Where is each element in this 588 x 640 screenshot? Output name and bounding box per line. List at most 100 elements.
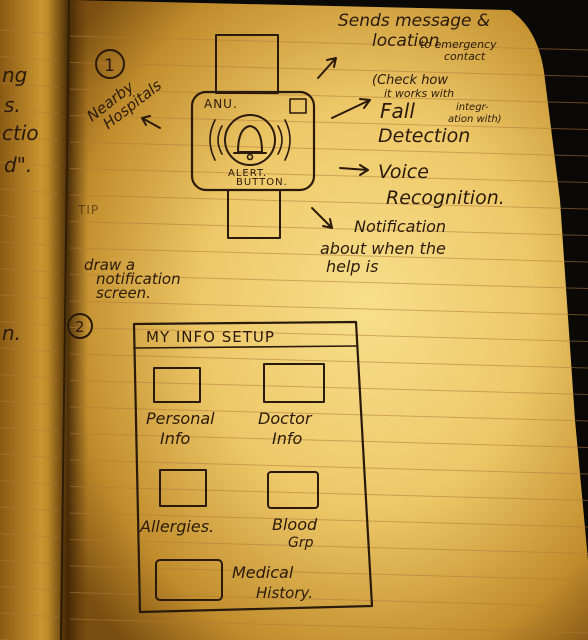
rule-line [0, 109, 59, 114]
rule-line [69, 433, 588, 448]
rule-line [0, 268, 59, 273]
tile-label: Personal [146, 409, 215, 428]
rule-line [0, 480, 59, 485]
rule-line [0, 586, 59, 591]
svg-text:Fall: Fall [380, 99, 415, 123]
left-fragment: ng [2, 63, 27, 87]
rule-line [0, 559, 59, 565]
svg-text:(Check how: (Check how [372, 73, 448, 88]
arrow-icon [331, 98, 371, 119]
voice-recognition-note: Voice Recognition. [378, 161, 505, 209]
rule-line [69, 618, 588, 634]
rule-line [0, 162, 59, 167]
svg-text:ation with): ation with) [448, 114, 502, 125]
rule-line [69, 327, 588, 342]
rule-line [69, 274, 588, 289]
alert-button-label: BUTTON. [236, 177, 288, 188]
tile-label: Info [160, 429, 190, 448]
rule-line [69, 380, 588, 395]
rule-line [69, 459, 588, 475]
arrow-icon [339, 164, 369, 176]
svg-text:to emergency: to emergency [420, 38, 497, 51]
svg-text:about when the: about when the [320, 239, 446, 258]
rule-line [69, 247, 588, 263]
fall-detection-note: Fall Detection [378, 99, 470, 147]
rule-line [69, 88, 588, 104]
rule-line [0, 347, 59, 353]
svg-text:integr-: integr- [456, 102, 489, 113]
check-integration-note: (Check how it works with integr- ation w… [372, 73, 502, 125]
arrow-icon [311, 207, 333, 229]
tile-label: Grp [288, 535, 314, 551]
left-fragment: ctio [2, 121, 39, 145]
alert-button-label: ALERT. [228, 168, 267, 179]
watch-status-box [289, 98, 307, 114]
tile-personal-info [153, 367, 201, 403]
notification-note: Notification about when the help is [320, 217, 446, 276]
left-page-text: ng s. ctio d". n. [2, 63, 39, 345]
svg-text:notification: notification [96, 270, 181, 288]
sketch-number: 1 [104, 56, 116, 76]
sketch-number-circle [95, 49, 125, 79]
right-page [62, 0, 588, 640]
rule-line [0, 400, 59, 406]
rule-line [69, 62, 588, 77]
svg-text:screen.: screen. [96, 284, 151, 302]
sound-wave-icon [284, 119, 291, 161]
watch-label: ANU. [204, 97, 238, 111]
rule-line [69, 406, 588, 422]
watch-face [190, 90, 316, 192]
svg-text:Sends message &: Sends message & [338, 11, 490, 31]
screen-title: MY INFO SETUP [146, 328, 275, 346]
phone-screen-frame [132, 320, 374, 614]
arrow-icon [141, 115, 161, 129]
rule-line [69, 353, 588, 369]
rule-line [0, 533, 59, 538]
sound-wave-icon [277, 125, 283, 155]
rule-line [69, 512, 588, 528]
left-fragment: n. [2, 321, 21, 345]
svg-text:Recognition.: Recognition. [386, 187, 505, 209]
rule-line [69, 194, 588, 210]
svg-text:contact: contact [444, 50, 486, 63]
sends-message-note: Sends message & location to emergency co… [338, 11, 497, 63]
rule-line [0, 29, 59, 35]
alert-button-ring [224, 114, 276, 166]
tile-medical-history [155, 559, 223, 601]
svg-text:help is: help is [326, 257, 378, 276]
rule-line [69, 115, 588, 130]
ruled-lines [0, 29, 588, 640]
svg-text:it works with: it works with [384, 87, 454, 100]
rule-line [0, 241, 59, 247]
tile-label: Allergies. [139, 517, 214, 536]
svg-text:Notification: Notification [354, 217, 446, 236]
svg-text:draw a: draw a [84, 256, 135, 274]
tile-doctor-info [263, 363, 325, 403]
sketch-number-circle [67, 313, 93, 339]
rule-line [69, 539, 588, 554]
rule-line [0, 82, 59, 88]
rule-line [0, 294, 59, 300]
rule-line [0, 188, 59, 194]
arrow-icon [317, 57, 337, 79]
rule-line [0, 427, 59, 432]
page-gutter [48, 0, 88, 640]
sound-wave-icon [217, 125, 223, 155]
tile-label: Blood [272, 515, 318, 534]
sound-wave-icon [209, 119, 216, 161]
tip-label: TIP [77, 203, 99, 217]
bell-icon [237, 125, 263, 153]
bell-icon-clapper [246, 153, 254, 161]
sketch-2-info-setup: 2 MY INFO SETUP Personal Info Doctor Inf… [67, 313, 374, 614]
rule-line [69, 300, 588, 316]
svg-text:Detection: Detection [378, 125, 470, 147]
tile-blood-group [267, 471, 319, 509]
svg-text:location: location [372, 31, 439, 51]
tile-label: Info [272, 429, 302, 448]
rule-line [69, 168, 588, 183]
sketch-1-smartwatch: 1 ANU. ALERT. BUTTON. Nearby Hospitals [77, 11, 505, 302]
left-fragment: d". [4, 153, 32, 177]
left-fragment: s. [4, 93, 21, 117]
